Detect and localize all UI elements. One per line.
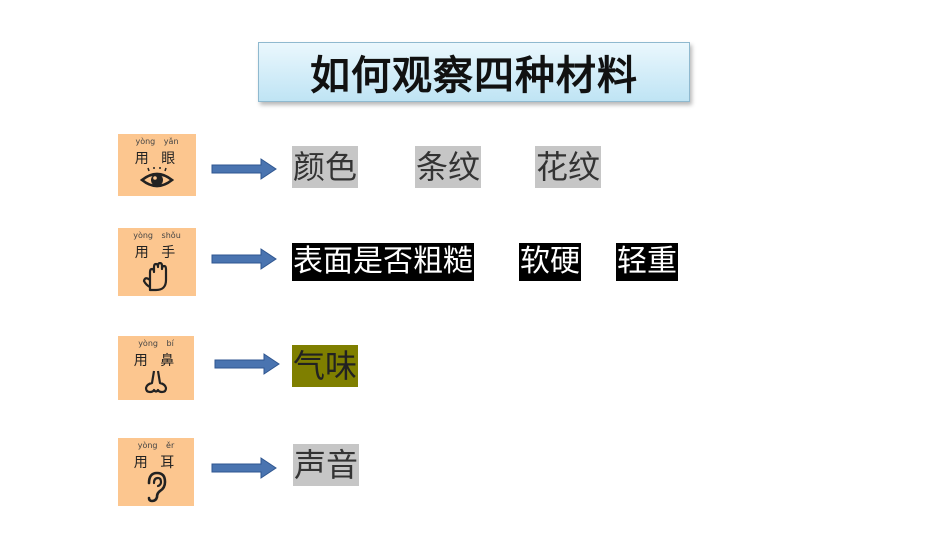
arrow-icon (214, 353, 280, 375)
sense-pinyin: yòng yǎn (135, 137, 179, 146)
sense-label: 用 耳 (133, 455, 179, 471)
nose-icon (144, 370, 168, 394)
sense-label: 用 手 (134, 245, 180, 261)
hand-icon (142, 262, 168, 292)
sense-card-nose: yòng bí 用 鼻 (118, 336, 194, 400)
observation-patterns: 花纹 (535, 146, 602, 188)
arrow-icon (211, 457, 277, 479)
sense-pinyin: yòng ěr (137, 441, 175, 450)
page-title: 如何观察四种材料 (258, 42, 690, 102)
sense-label: 用 鼻 (133, 353, 179, 369)
ear-icon (147, 471, 167, 503)
observation-roughness: 表面是否粗糙 (292, 243, 474, 281)
arrow-icon (211, 158, 277, 180)
sense-pinyin: yòng bí (138, 339, 174, 348)
eye-icon (140, 167, 174, 188)
observation-stripes: 条纹 (415, 146, 482, 188)
sense-card-hand: yòng shǒu 用 手 (118, 228, 196, 296)
sense-pinyin: yòng shǒu (133, 231, 181, 240)
sense-label: 用 眼 (134, 151, 180, 167)
observation-sound: 声音 (293, 444, 360, 486)
observation-smell: 气味 (292, 345, 359, 387)
observation-color: 颜色 (292, 146, 359, 188)
observation-weight: 轻重 (616, 243, 678, 281)
arrow-icon (211, 248, 277, 270)
observation-hardness: 软硬 (519, 243, 581, 281)
sense-card-ear: yòng ěr 用 耳 (118, 438, 194, 506)
sense-card-eye: yòng yǎn 用 眼 (118, 134, 196, 196)
